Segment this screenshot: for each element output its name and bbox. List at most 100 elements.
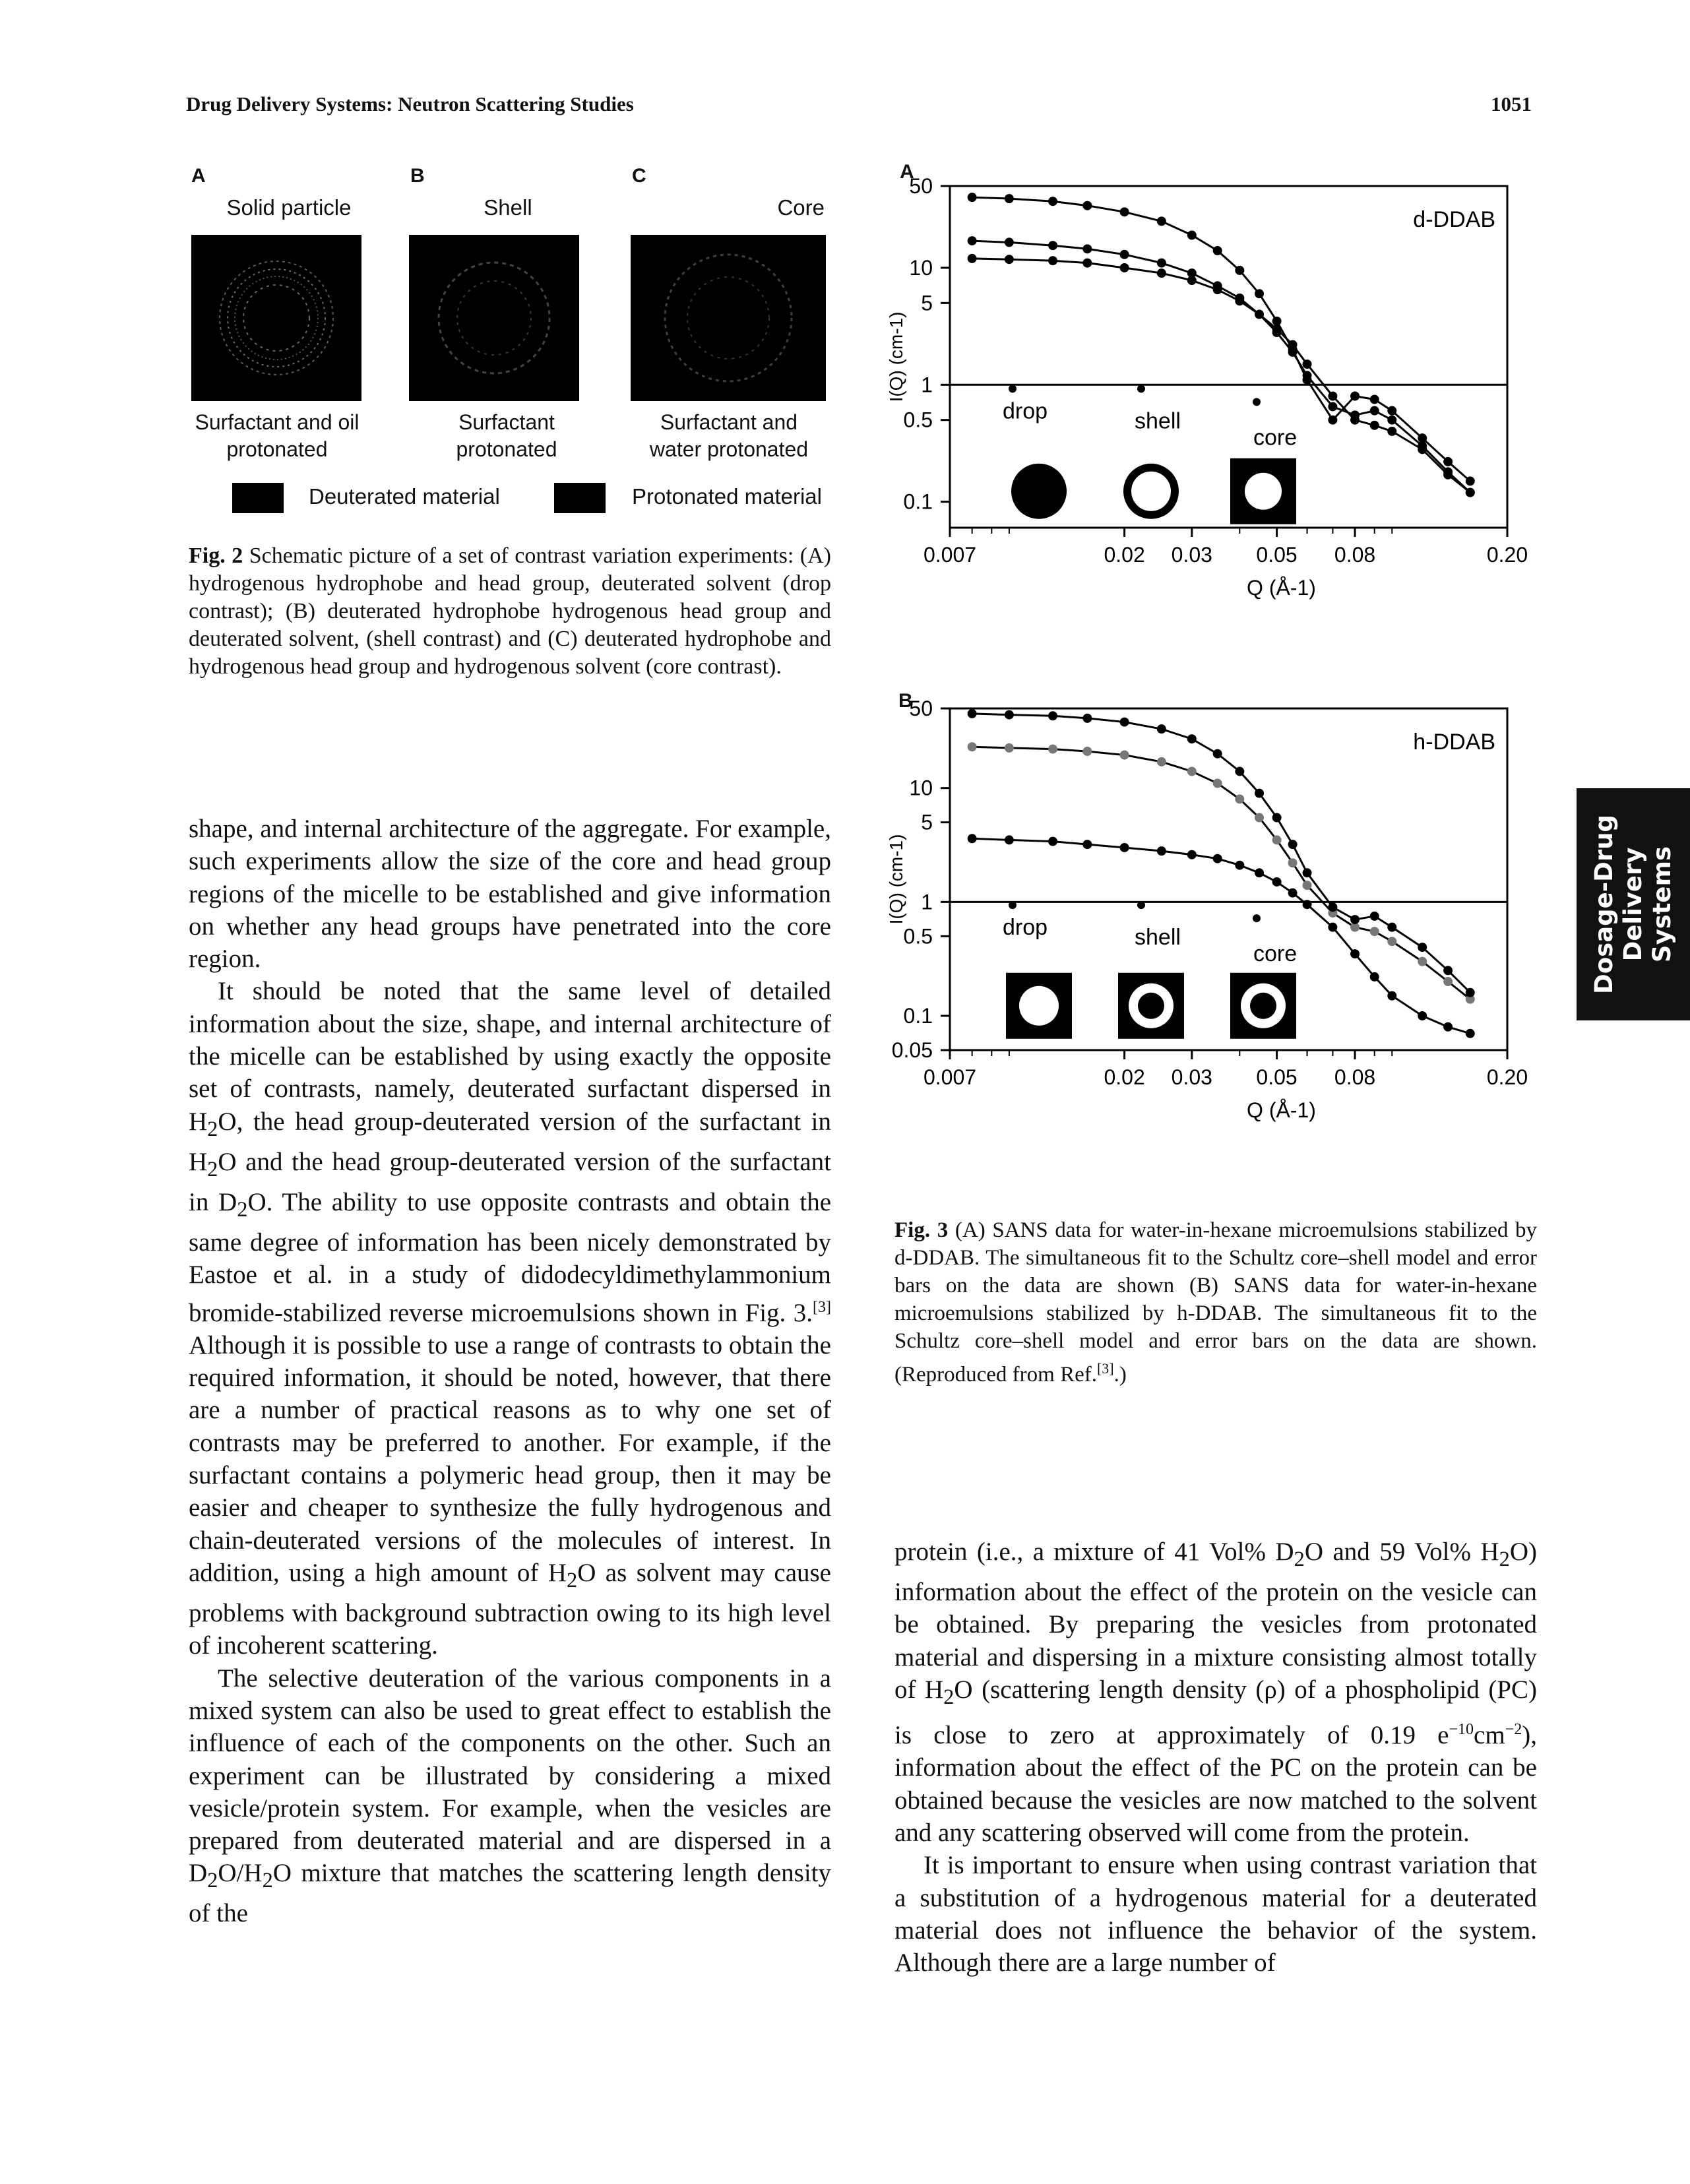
- fit-line-shell: [972, 239, 1471, 493]
- data-point-drop: [1212, 854, 1222, 863]
- fig2-caption-text: Schematic picture of a set of contrast v…: [189, 544, 831, 679]
- legend-label-drop: drop: [1003, 398, 1048, 423]
- data-point-shell: [1187, 766, 1197, 776]
- data-point-core: [1288, 840, 1298, 850]
- data-point-shell: [1272, 835, 1282, 845]
- y-tick-label: 50: [909, 174, 933, 198]
- data-point-core: [1387, 426, 1397, 436]
- data-point-core: [1272, 813, 1282, 823]
- data-point-shell: [1418, 956, 1427, 966]
- data-point-shell: [967, 236, 977, 246]
- data-point-drop: [1418, 433, 1427, 443]
- data-point-drop: [1443, 1022, 1453, 1032]
- fig2-shell-square: [409, 235, 579, 401]
- legend-label-shell: shell: [1135, 925, 1181, 950]
- data-point-shell: [1328, 402, 1338, 412]
- fit-line-drop: [972, 196, 1471, 482]
- data-point-shell: [1156, 258, 1166, 268]
- fig3-caption-end: .): [1113, 1363, 1127, 1387]
- data-point-shell: [1119, 750, 1129, 760]
- fig2-caption-c-line2: water protonated: [649, 437, 809, 461]
- right-paragraph-2: It is important to ensure when using con…: [894, 1851, 1537, 1978]
- data-point-drop: [1156, 216, 1166, 226]
- data-point-core: [1235, 766, 1245, 776]
- data-point-core: [1350, 415, 1360, 425]
- data-point-drop: [1048, 197, 1058, 206]
- shell-shape-icon: [1123, 463, 1179, 519]
- data-point-core: [1082, 258, 1092, 268]
- data-point-shell: [1048, 241, 1058, 251]
- x-tick-label: 0.03: [1172, 1065, 1212, 1089]
- data-point-drop: [1328, 415, 1338, 425]
- data-point-core: [1302, 359, 1312, 369]
- fig2-caption-a-line2: protonated: [226, 437, 328, 461]
- x-tick-label: 0.05: [1256, 1065, 1297, 1089]
- data-point-shell: [1387, 415, 1397, 425]
- y-tick-label: 50: [909, 697, 933, 720]
- legend-marker-core: [1253, 914, 1261, 923]
- x-tick-label: 0.20: [1487, 543, 1528, 567]
- data-point-drop: [1119, 842, 1129, 852]
- data-point-core: [1187, 276, 1197, 286]
- data-point-drop: [1004, 194, 1014, 204]
- legend-marker-shell: [1137, 385, 1145, 393]
- data-point-core: [1119, 263, 1129, 272]
- data-point-core: [1328, 902, 1338, 912]
- fig2-panel-letter-c: C: [632, 165, 646, 187]
- data-point-drop: [1387, 991, 1397, 1001]
- plot-frame: [949, 707, 1509, 1051]
- data-point-drop: [1255, 868, 1265, 878]
- data-point-core: [1212, 285, 1222, 295]
- left-paragraph-3: The selective deuteration of the various…: [189, 1664, 831, 1928]
- right-paragraph-1: protein (i.e., a mixture of 41 Vol% D2O …: [894, 1538, 1537, 1847]
- data-point-core: [1082, 713, 1092, 723]
- data-point-core: [1288, 340, 1298, 350]
- fig2-caption-a-line1: Surfactant and oil: [195, 410, 360, 434]
- data-point-drop: [1302, 900, 1312, 910]
- y-axis-label: I(Q) (cm-1): [886, 312, 906, 402]
- page-number: 1051: [1491, 92, 1532, 115]
- data-point-shell: [1004, 743, 1014, 753]
- fig2-caption-a: Surfactant and oil protonated: [178, 409, 376, 463]
- data-point-drop: [1272, 877, 1282, 887]
- data-point-drop: [1272, 316, 1282, 326]
- fig2-caption-b-line2: protonated: [456, 437, 557, 461]
- data-point-shell: [1048, 744, 1058, 754]
- fig2-core-square: [631, 235, 826, 401]
- y-tick-label: 0.1: [904, 1004, 933, 1028]
- data-point-core: [1302, 868, 1312, 878]
- data-point-shell: [1082, 244, 1092, 254]
- data-point-core: [1187, 734, 1197, 744]
- x-tick-label: 0.03: [1172, 543, 1212, 567]
- data-point-core: [1443, 966, 1453, 976]
- data-point-drop: [1082, 840, 1092, 850]
- fig2-panel-letter-b: B: [410, 165, 425, 187]
- data-point-drop: [1187, 850, 1197, 859]
- data-point-core: [967, 253, 977, 263]
- data-point-drop: [1465, 476, 1475, 486]
- running-header: Drug Delivery Systems: Neutron Scatterin…: [186, 92, 1532, 132]
- legend-protonated-swatch: [554, 483, 606, 513]
- core-shape-inner-icon: [1250, 992, 1276, 1019]
- fig3-caption-label: Fig. 3: [894, 1218, 949, 1242]
- x-tick-label: 0.05: [1256, 543, 1297, 567]
- shell-shape-inner-icon: [1138, 992, 1164, 1019]
- y-tick-label: 1: [921, 890, 933, 914]
- x-tick-label: 0.20: [1487, 1065, 1528, 1089]
- legend-marker-drop: [1009, 901, 1017, 910]
- data-point-drop: [1288, 888, 1298, 898]
- fig2-panel-letter-a: A: [191, 165, 206, 187]
- fit-line-core: [972, 257, 1471, 493]
- data-point-core: [1255, 309, 1265, 319]
- data-point-drop: [1156, 846, 1166, 856]
- drop-shape-inner-icon: [1019, 985, 1059, 1026]
- data-point-core: [967, 708, 977, 718]
- fig3-caption-text: (A) SANS data for water-in-hexane microe…: [894, 1218, 1538, 1387]
- data-point-core: [1387, 922, 1397, 932]
- data-point-core: [1048, 256, 1058, 266]
- data-point-drop: [1048, 836, 1058, 846]
- x-tick-label: 0.007: [923, 1065, 976, 1089]
- drop-contrast-rings: [219, 261, 334, 375]
- fig2-panel-title-b: Shell: [484, 195, 532, 220]
